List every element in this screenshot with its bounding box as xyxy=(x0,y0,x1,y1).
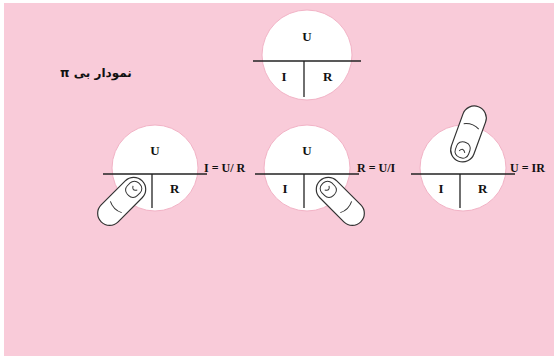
formula-label: U = IR xyxy=(510,161,545,176)
horizontal-divider xyxy=(255,173,359,174)
finger-drawing xyxy=(93,172,151,230)
diagram-title: نمودار بی π xyxy=(60,66,132,80)
quantity-letter: R xyxy=(323,69,332,85)
quantity-letter: U xyxy=(302,143,311,159)
press-mark xyxy=(459,148,465,152)
vertical-divider xyxy=(303,61,304,97)
finger-drawing xyxy=(447,103,489,166)
vertical-divider xyxy=(459,174,460,208)
finger-body xyxy=(93,172,151,230)
quantity-letter: R xyxy=(478,181,487,197)
quantity-letter: R xyxy=(170,181,179,197)
vertical-divider xyxy=(303,174,304,208)
pi-circle: U I R xyxy=(261,9,353,101)
finger-body xyxy=(447,103,489,166)
horizontal-divider xyxy=(103,173,207,174)
circle-shape xyxy=(262,10,352,100)
finger-body xyxy=(311,172,369,230)
horizontal-divider xyxy=(253,60,361,61)
finger-nail xyxy=(453,140,472,160)
vertical-divider xyxy=(151,174,152,208)
quantity-letter: U xyxy=(150,143,159,159)
circle-outline xyxy=(261,9,353,101)
finger-knuckle xyxy=(109,201,122,214)
finger-knuckle xyxy=(464,122,480,129)
formula-label: I = U/ R xyxy=(204,161,245,176)
finger-knuckle xyxy=(340,201,353,214)
press-mark xyxy=(131,186,137,192)
quantity-letter: I xyxy=(281,69,286,85)
horizontal-divider xyxy=(411,173,515,174)
quantity-letter: U xyxy=(302,29,311,45)
quantity-letter: I xyxy=(438,181,443,197)
finger-nail xyxy=(318,179,339,200)
formula-label: R = U/I xyxy=(357,161,395,176)
press-mark xyxy=(325,186,331,192)
finger-drawing xyxy=(311,172,369,230)
finger-nail xyxy=(123,179,144,200)
quantity-letter: I xyxy=(282,181,287,197)
